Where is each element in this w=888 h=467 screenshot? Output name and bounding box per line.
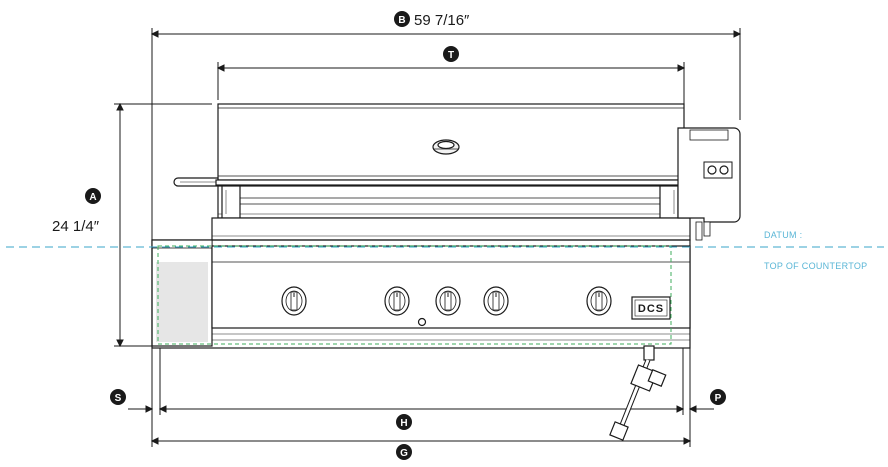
burner-knob bbox=[435, 286, 461, 316]
dcs-logo: DCS bbox=[631, 296, 671, 320]
dimension-lines bbox=[114, 28, 742, 447]
dim-g-arrow-left bbox=[150, 437, 159, 445]
burner-knob bbox=[586, 286, 612, 316]
burner-knob bbox=[483, 286, 509, 316]
dim-t-arrow-right bbox=[677, 64, 686, 72]
motor-knob-left bbox=[707, 165, 717, 175]
igniter-light bbox=[417, 317, 427, 327]
hood-vent-icon bbox=[432, 139, 460, 155]
marker-g: G bbox=[396, 444, 412, 460]
marker-s: S bbox=[110, 389, 126, 405]
left-side-shadow bbox=[156, 262, 208, 342]
burner-knob bbox=[281, 286, 307, 316]
svg-text:A: A bbox=[89, 192, 96, 203]
marker-t: T bbox=[443, 46, 459, 62]
dim-s-arrow bbox=[145, 405, 154, 413]
grill: DCS bbox=[151, 103, 741, 441]
cutout-outline bbox=[157, 245, 672, 345]
svg-text:G: G bbox=[400, 448, 408, 459]
marker-a: A bbox=[85, 188, 101, 204]
rotisserie-motor bbox=[677, 127, 741, 241]
datum-label-line1: DATUM : bbox=[764, 230, 802, 240]
dimension-width-label: 59 7/16″ bbox=[414, 12, 470, 29]
svg-text:H: H bbox=[400, 418, 407, 429]
burner-knob bbox=[384, 286, 410, 316]
dim-b-arrow-right bbox=[733, 30, 742, 38]
hinge-left bbox=[221, 185, 241, 219]
marker-h: H bbox=[396, 414, 412, 430]
svg-text:S: S bbox=[115, 393, 122, 404]
motor-knob-right bbox=[719, 165, 729, 175]
dim-h-arrow-left bbox=[158, 405, 167, 413]
marker-p: P bbox=[710, 389, 726, 405]
gas-regulator bbox=[609, 345, 667, 441]
dim-h-arrow-right bbox=[676, 405, 685, 413]
hood-lower-band bbox=[217, 185, 685, 219]
burner-knobs bbox=[281, 286, 612, 316]
dim-g-arrow-right bbox=[683, 437, 692, 445]
svg-text:T: T bbox=[448, 50, 454, 61]
dim-a-arrow-bottom bbox=[116, 339, 124, 348]
dim-t-arrow-left bbox=[216, 64, 225, 72]
svg-text:P: P bbox=[715, 393, 722, 404]
marker-b: B bbox=[394, 11, 410, 27]
dim-b-arrow-left bbox=[150, 30, 159, 38]
dim-a-arrow-top bbox=[116, 102, 124, 111]
logo-text: DCS bbox=[638, 303, 664, 315]
svg-text:B: B bbox=[398, 15, 405, 26]
hinge-right bbox=[659, 185, 679, 219]
dim-p-arrow bbox=[688, 405, 697, 413]
dimension-height-label: 24 1/4″ bbox=[52, 218, 100, 235]
firebox bbox=[211, 217, 691, 241]
datum-label-line2: TOP OF COUNTERTOP bbox=[764, 261, 867, 271]
